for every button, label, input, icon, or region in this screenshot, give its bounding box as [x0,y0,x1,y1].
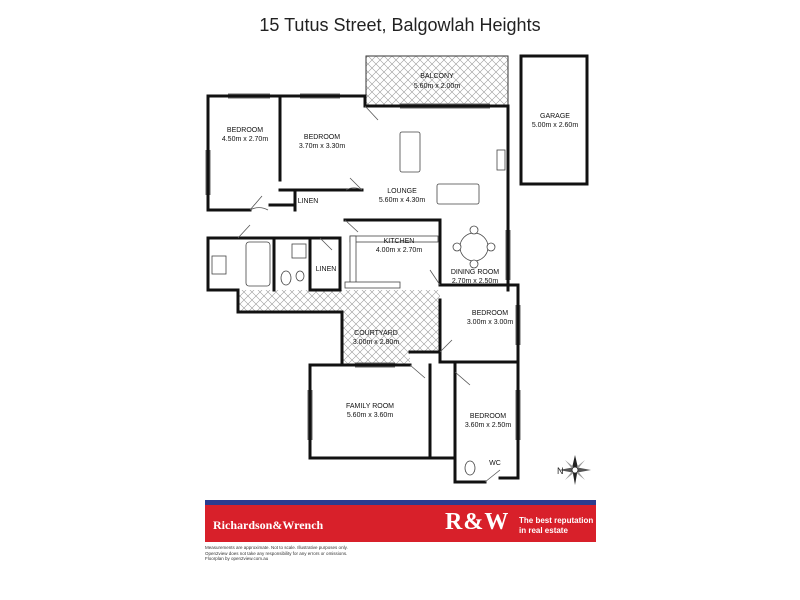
courtyard-area [238,290,440,365]
garage-area [519,54,589,186]
balcony-area [365,55,509,107]
banner-red-strip [205,505,596,542]
bedroom4-label: BEDROOM [470,413,506,420]
wc-label: WC [489,460,501,467]
compass-rose-icon: N [557,455,591,485]
disclaimer: Measurements are approximate. Not to sca… [205,545,505,562]
disclaimer-line3: Floorplan by open2view.com.au [205,556,269,561]
banner-top-stripe [205,500,596,505]
kitchen-dims: 4.00m x 2.70m [376,247,422,254]
agency-brand: Richardson&Wrench [213,518,324,532]
lounge-dims: 5.60m x 4.30m [379,197,425,204]
tagline-line1: The best reputation [519,516,594,525]
compass-label: N [557,466,564,476]
bedroom4-dims: 3.60m x 2.50m [465,422,511,429]
disclaimer-line2: Open2view does not take any responsibili… [205,550,348,556]
courtyard-label: COURTYARD [354,330,398,337]
lounge-label: LOUNGE [387,188,417,195]
courtyard-dims: 3.00m x 2.80m [353,339,399,346]
doors [237,105,501,483]
walls [206,94,520,484]
garage-dims: 5.00m x 2.60m [532,122,578,129]
agency-logo: R&W [445,509,510,535]
bedroom3-label: BEDROOM [472,310,508,317]
tagline-line2: in real estate [519,526,568,535]
room-labels: BALCONY 5.60m x 2.00m GARAGE 5.00m x 2.6… [222,73,578,467]
family-label: FAMILY ROOM [346,403,394,410]
agency-tagline: The best reputation in real estate [519,516,593,536]
bedroom2-dims: 3.70m x 3.30m [299,143,345,150]
family-dims: 5.60m x 3.60m [347,412,393,419]
windows [205,93,521,440]
bedroom3-dims: 3.00m x 3.00m [467,319,513,326]
linen1-label: LINEN [298,198,319,205]
kitchen-label: KITCHEN [384,238,415,245]
linen2-label: LINEN [316,266,337,273]
furniture [211,131,506,476]
bedroom1-label: BEDROOM [227,127,263,134]
disclaimer-line1: Measurements are approximate. Not to sca… [205,545,348,550]
dining-dims: 2.70m x 2.50m [452,278,498,285]
dining-label: DINING ROOM [451,269,499,276]
bedroom1-dims: 4.50m x 2.70m [222,136,268,143]
page-title: 15 Tutus Street, Balgowlah Heights [259,15,541,35]
bedroom2-label: BEDROOM [304,134,340,141]
garage-label: GARAGE [540,113,570,120]
agency-banner: Richardson&Wrench R&W The best reputatio… [205,500,596,542]
balcony-dims: 5.60m x 2.00m [414,83,460,90]
balcony-label: BALCONY [420,73,454,80]
